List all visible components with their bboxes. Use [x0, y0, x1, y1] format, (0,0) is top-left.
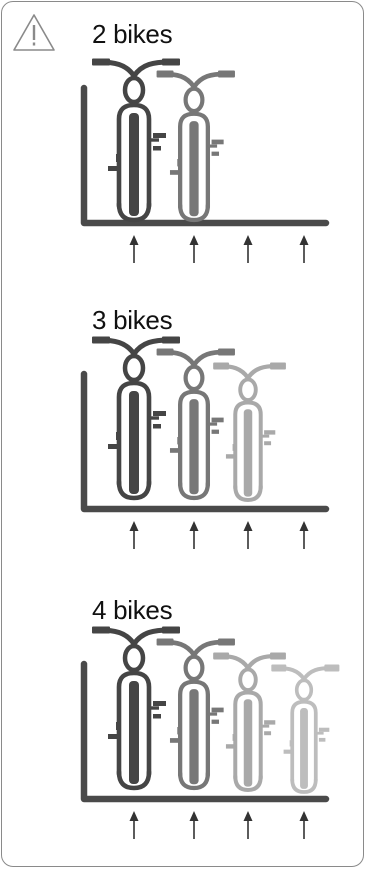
- position-arrow-icon: [190, 521, 199, 549]
- right-pedal: [153, 701, 166, 706]
- left-pedal: [226, 744, 235, 748]
- right-grip: [270, 363, 286, 370]
- position-arrow-icon: [300, 811, 309, 839]
- tyre: [129, 681, 139, 784]
- right-pedal-tip: [319, 738, 325, 742]
- tyre: [189, 121, 198, 216]
- right-pedal-tip: [264, 441, 271, 445]
- left-grip: [92, 337, 110, 344]
- right-grip: [162, 627, 180, 634]
- bike-2: [157, 349, 235, 499]
- right-pedal: [264, 430, 275, 434]
- right-pedal: [153, 411, 166, 416]
- right-grip: [218, 71, 235, 78]
- left-grip: [92, 627, 110, 634]
- right-pedal: [212, 140, 224, 145]
- right-pedal-tip: [212, 720, 219, 724]
- left-pedal: [170, 738, 180, 743]
- section-4-bikes: 4 bikes: [0, 594, 367, 864]
- right-pedal-tip: [153, 424, 161, 429]
- tyre: [129, 391, 139, 494]
- tyre: [244, 409, 252, 496]
- right-pedal-tip: [212, 152, 219, 156]
- left-pedal: [170, 170, 180, 175]
- tyre: [189, 399, 198, 494]
- right-grip: [324, 665, 339, 672]
- left-grip: [157, 639, 174, 646]
- right-pedal: [319, 728, 329, 732]
- head-lamp: [186, 367, 203, 389]
- left-pedal: [108, 444, 119, 449]
- position-arrow-icon: [244, 811, 253, 839]
- position-arrow-icon: [244, 235, 253, 263]
- tyre: [244, 699, 252, 786]
- right-pedal: [212, 418, 224, 423]
- position-arrow-icon: [244, 521, 253, 549]
- head-lamp: [186, 657, 203, 679]
- tyre: [189, 689, 198, 784]
- left-pedal: [284, 750, 293, 754]
- section-2-bikes: 2 bikes: [0, 18, 367, 288]
- right-grip: [270, 653, 286, 660]
- right-pedal-tip: [153, 714, 161, 719]
- position-arrow-icon: [130, 521, 139, 549]
- bike-3: [213, 363, 286, 501]
- bike-1: [92, 337, 180, 499]
- left-pedal: [170, 448, 180, 453]
- bike-1: [92, 627, 180, 789]
- position-arrow-icon: [190, 235, 199, 263]
- right-grip: [218, 639, 235, 646]
- right-pedal-tip: [153, 146, 161, 151]
- right-pedal: [153, 133, 166, 138]
- rack-diagram: [0, 304, 367, 574]
- position-arrow-icon: [130, 811, 139, 839]
- left-grip: [213, 363, 229, 370]
- right-grip: [162, 337, 180, 344]
- left-grip: [271, 665, 286, 672]
- left-grip: [157, 71, 174, 78]
- head-lamp: [297, 680, 312, 699]
- section-3-bikes: 3 bikes: [0, 304, 367, 574]
- position-arrow-icon: [300, 521, 309, 549]
- bike-2: [157, 71, 235, 221]
- right-pedal-tip: [212, 430, 219, 434]
- left-grip: [213, 653, 229, 660]
- left-pedal: [108, 166, 119, 171]
- bike-4: [271, 665, 339, 793]
- right-pedal-tip: [264, 731, 271, 735]
- rack-diagram: [0, 18, 367, 288]
- left-pedal: [108, 734, 119, 739]
- head-lamp: [125, 78, 143, 102]
- left-pedal: [226, 454, 235, 458]
- bike-3: [213, 653, 286, 791]
- head-lamp: [240, 669, 256, 690]
- tyre: [300, 708, 308, 789]
- bike-2: [157, 639, 235, 789]
- right-pedal: [264, 720, 275, 724]
- left-grip: [157, 349, 174, 356]
- tyre: [129, 113, 139, 216]
- right-grip: [162, 59, 180, 66]
- head-lamp: [240, 379, 256, 400]
- left-grip: [92, 59, 110, 66]
- head-lamp: [125, 646, 143, 670]
- position-arrow-icon: [190, 811, 199, 839]
- position-arrow-icon: [300, 235, 309, 263]
- rack-diagram: [0, 594, 367, 864]
- right-grip: [218, 349, 235, 356]
- head-lamp: [186, 89, 203, 111]
- bike-1: [92, 59, 180, 221]
- right-pedal: [212, 708, 224, 713]
- position-arrow-icon: [130, 235, 139, 263]
- head-lamp: [125, 356, 143, 380]
